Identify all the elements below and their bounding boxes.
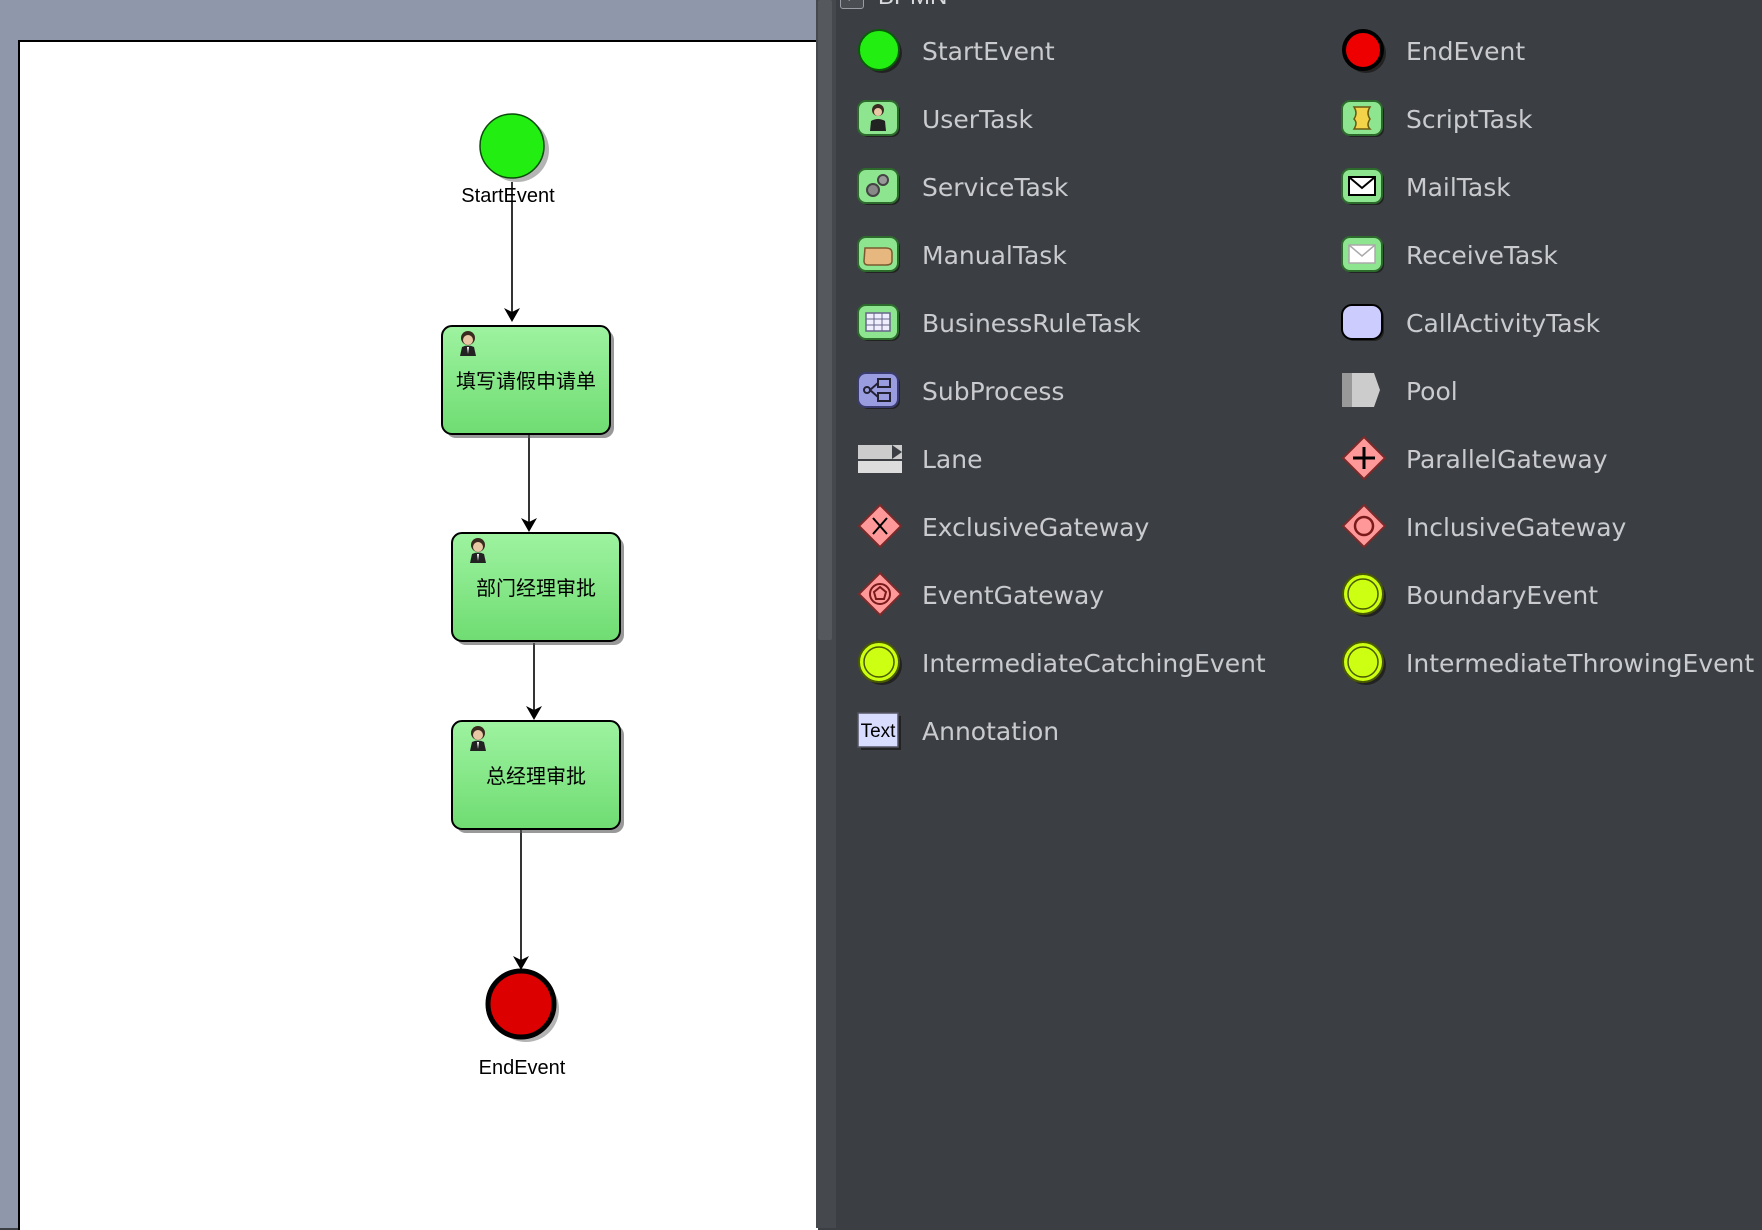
parallel-gateway-icon — [1340, 435, 1388, 483]
bpmn-palette: ✓ BPMN StartEvent UserTask ServiceTask M… — [836, 0, 1762, 1228]
palette-item-label: EndEvent — [1406, 36, 1526, 66]
designer-area: StartEvent 填写请假申请单 — [0, 0, 818, 1230]
palette-item-label: SubProcess — [922, 376, 1065, 406]
palette-item-script-task[interactable]: ScriptTask — [1340, 94, 1532, 144]
scrollbar-thumb[interactable] — [818, 0, 832, 640]
end-event[interactable] — [485, 968, 559, 1042]
start-event-icon — [856, 27, 904, 75]
end-event-label: EndEvent — [479, 1057, 566, 1079]
palette-item-lane[interactable]: Lane — [856, 434, 982, 484]
splitter[interactable] — [816, 0, 836, 1228]
palette-item-label: IntermediateThrowingEvent — [1406, 648, 1755, 678]
palette-item-label: ReceiveTask — [1406, 240, 1558, 270]
palette-header[interactable]: ✓ BPMN — [840, 0, 947, 12]
user-task[interactable] — [441, 325, 614, 438]
start-event[interactable] — [479, 113, 549, 182]
palette-item-call-activity-task[interactable]: CallActivityTask — [1340, 298, 1600, 348]
palette-item-end-event[interactable]: EndEvent — [1340, 26, 1525, 76]
palette-item-parallel-gateway[interactable]: ParallelGateway — [1340, 434, 1608, 484]
task-label: 填写请假申请单 — [456, 369, 596, 393]
palette-item-label: StartEvent — [922, 36, 1055, 66]
business-rule-task-icon — [856, 299, 904, 347]
user-task-icon — [856, 95, 904, 143]
palette-item-label: Annotation — [922, 716, 1060, 746]
user-icon — [470, 726, 486, 751]
exclusive-gateway-icon — [856, 503, 904, 551]
process-diagram: StartEvent 填写请假申请单 — [441, 113, 624, 1079]
user-icon — [470, 538, 486, 563]
palette-item-label: MailTask — [1406, 172, 1511, 202]
palette-item-intermediate-catching-event[interactable]: IntermediateCatchingEvent — [856, 638, 1266, 688]
manual-task-icon — [856, 231, 904, 279]
receive-task-icon — [1340, 231, 1388, 279]
palette-item-label: InclusiveGateway — [1406, 512, 1627, 542]
palette-checkbox[interactable]: ✓ — [840, 0, 864, 9]
palette-item-business-rule-task[interactable]: BusinessRuleTask — [856, 298, 1141, 348]
palette-item-label: BusinessRuleTask — [922, 308, 1141, 338]
user-icon — [460, 331, 476, 356]
palette-item-label: BoundaryEvent — [1406, 580, 1599, 610]
script-task-icon — [1340, 95, 1388, 143]
palette-item-intermediate-throwing-event[interactable]: IntermediateThrowingEvent — [1340, 638, 1754, 688]
diagram-canvas[interactable]: StartEvent 填写请假申请单 — [18, 40, 818, 1230]
boundary-event-icon — [1340, 571, 1388, 619]
palette-item-start-event[interactable]: StartEvent — [856, 26, 1055, 76]
user-task[interactable] — [451, 532, 624, 645]
palette-item-annotation[interactable]: Text Annotation — [856, 706, 1059, 756]
inclusive-gateway-icon — [1340, 503, 1388, 551]
end-event-icon — [1340, 27, 1388, 75]
palette-item-label: ServiceTask — [922, 172, 1069, 202]
task-label: 部门经理审批 — [476, 576, 596, 600]
palette-item-mail-task[interactable]: MailTask — [1340, 162, 1511, 212]
palette-item-label: ScriptTask — [1406, 104, 1533, 134]
palette-item-label: ParallelGateway — [1406, 444, 1608, 474]
palette-item-pool[interactable]: Pool — [1340, 366, 1458, 416]
start-event-label: StartEvent — [461, 185, 555, 207]
palette-item-manual-task[interactable]: ManualTask — [856, 230, 1067, 280]
palette-item-label: Lane — [922, 444, 983, 474]
mail-task-icon — [1340, 163, 1388, 211]
palette-item-label: ExclusiveGateway — [922, 512, 1150, 542]
task-label: 总经理审批 — [486, 764, 586, 788]
palette-title: BPMN — [878, 0, 947, 11]
palette-item-inclusive-gateway[interactable]: InclusiveGateway — [1340, 502, 1626, 552]
palette-item-label: IntermediateCatchingEvent — [922, 648, 1266, 678]
palette-item-event-gateway[interactable]: EventGateway — [856, 570, 1104, 620]
service-task-icon — [856, 163, 904, 211]
palette-item-boundary-event[interactable]: BoundaryEvent — [1340, 570, 1598, 620]
annotation-icon: Text — [856, 707, 904, 755]
user-task[interactable] — [451, 720, 624, 833]
call-activity-task-icon — [1340, 299, 1388, 347]
sub-process-icon — [856, 367, 904, 415]
palette-item-label: Pool — [1406, 376, 1458, 406]
intermediate-throwing-event-icon — [1340, 639, 1388, 687]
palette-item-label: UserTask — [922, 104, 1033, 134]
palette-item-label: EventGateway — [922, 580, 1105, 610]
palette-item-user-task[interactable]: UserTask — [856, 94, 1033, 144]
intermediate-catching-event-icon — [856, 639, 904, 687]
palette-item-sub-process[interactable]: SubProcess — [856, 366, 1064, 416]
palette-item-label: CallActivityTask — [1406, 308, 1601, 338]
pool-icon — [1340, 367, 1388, 415]
palette-item-receive-task[interactable]: ReceiveTask — [1340, 230, 1558, 280]
svg-text:Text: Text — [861, 721, 897, 742]
event-gateway-icon — [856, 571, 904, 619]
palette-item-service-task[interactable]: ServiceTask — [856, 162, 1068, 212]
palette-item-exclusive-gateway[interactable]: ExclusiveGateway — [856, 502, 1149, 552]
lane-icon — [856, 435, 904, 483]
palette-item-label: ManualTask — [922, 240, 1067, 270]
